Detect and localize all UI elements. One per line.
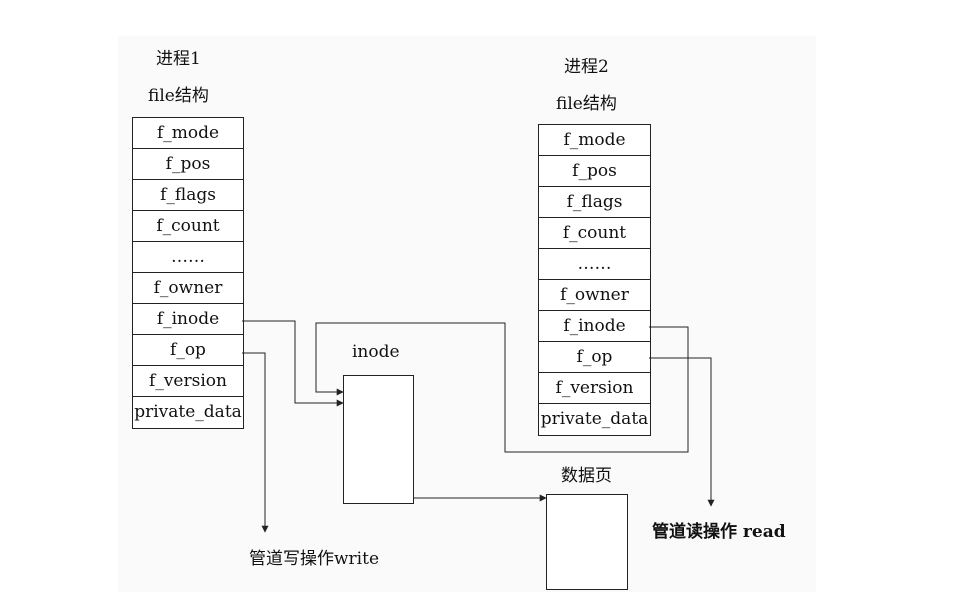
- process1-struct-label: file结构: [148, 86, 209, 106]
- process1-field: f_version: [133, 366, 243, 397]
- process2-field: f_count: [539, 218, 650, 249]
- inode-box: [343, 375, 414, 504]
- process2-field: f_mode: [539, 125, 650, 156]
- process2-field: ……: [539, 249, 650, 280]
- process1-field: f_pos: [133, 149, 243, 180]
- data-page-label: 数据页: [561, 466, 612, 486]
- p2-op-connector: [649, 357, 715, 507]
- process2-field: f_pos: [539, 156, 650, 187]
- process2-field: f_inode: [539, 311, 650, 342]
- process1-field: f_owner: [133, 273, 243, 304]
- process1-field: f_flags: [133, 180, 243, 211]
- process2-field: f_flags: [539, 187, 650, 218]
- process1-field: private_data: [134, 402, 242, 422]
- data-page-box: [546, 494, 628, 590]
- process2-struct-label: file结构: [556, 94, 617, 114]
- process1-title: 进程1: [156, 49, 201, 69]
- process1-field: ……: [133, 242, 243, 273]
- pipe-read-label: 管道读操作 read: [652, 522, 786, 542]
- p1-inode-connector: [242, 320, 344, 407]
- process2-file-struct: f_mode f_pos f_flags f_count …… f_owner …: [538, 124, 651, 436]
- process1-field: f_op: [133, 335, 243, 366]
- p2-inode-connector: [315, 322, 689, 453]
- process1-field: f_count: [133, 211, 243, 242]
- p1-op-connector: [242, 352, 269, 533]
- process1-file-struct: f_mode f_pos f_flags f_count …… f_owner …: [132, 117, 244, 429]
- process2-field: private_data: [540, 409, 649, 429]
- process2-title: 进程2: [564, 57, 609, 77]
- inode-label: inode: [352, 342, 400, 362]
- process1-field: f_mode: [133, 118, 243, 149]
- process2-field: f_version: [539, 373, 650, 404]
- process1-field: f_inode: [133, 304, 243, 335]
- process2-field: f_owner: [539, 280, 650, 311]
- pipe-write-label: 管道写操作write: [249, 549, 380, 569]
- process2-field: f_op: [539, 342, 650, 373]
